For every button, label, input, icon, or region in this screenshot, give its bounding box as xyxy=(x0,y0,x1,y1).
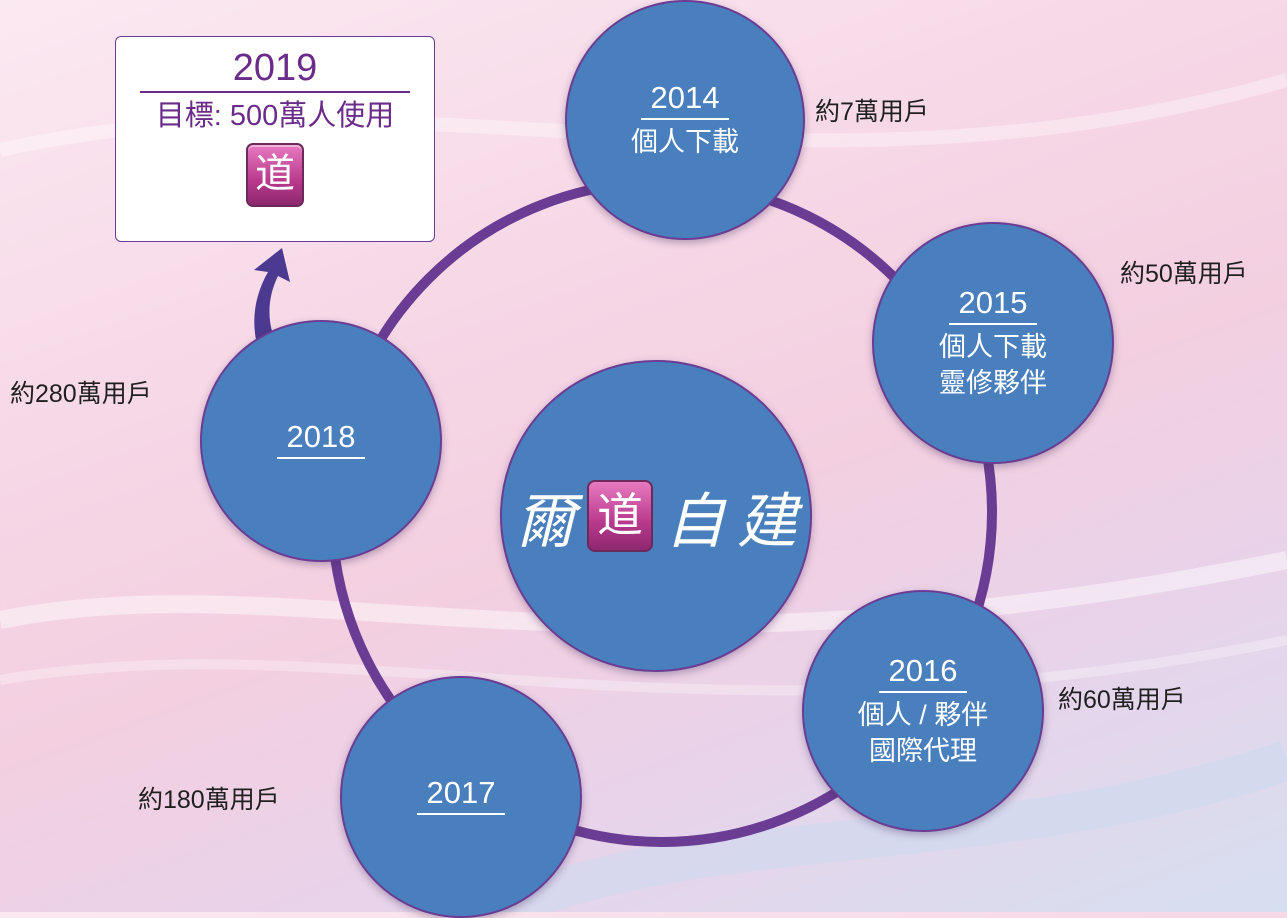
goal-divider xyxy=(140,91,410,93)
count-2016: 約60萬用戶 xyxy=(1058,686,1186,714)
node-2015: 2015 個人下載 靈修夥伴 xyxy=(872,222,1114,464)
node-2017: 2017 xyxy=(340,676,582,918)
node-line: 國際代理 xyxy=(869,736,977,766)
goal-year: 2019 xyxy=(232,47,318,89)
center-node: 爾 道 自 建 xyxy=(500,360,812,672)
count-2017: 約180萬用戶 xyxy=(138,786,280,814)
node-line: 個人下載 xyxy=(939,332,1047,362)
dao-app-icon: 道 xyxy=(246,143,304,207)
node-year: 2017 xyxy=(416,775,506,815)
node-year: 2014 xyxy=(640,80,730,120)
center-char-3: 自 xyxy=(665,486,725,557)
node-year: 2018 xyxy=(276,419,366,459)
goal-box: 2019 目標: 500萬人使用 道 xyxy=(115,36,435,242)
node-line: 靈修夥伴 xyxy=(939,368,1047,398)
node-line: 個人 / 夥伴 xyxy=(857,700,989,730)
center-char-4: 建 xyxy=(737,486,797,557)
count-2014: 約7萬用戶 xyxy=(815,98,929,126)
center-title: 爾 道 自 建 xyxy=(515,473,797,560)
node-year: 2016 xyxy=(878,653,968,693)
node-year: 2015 xyxy=(948,285,1038,325)
goal-text: 目標: 500萬人使用 xyxy=(155,100,395,132)
node-2014: 2014 個人下載 xyxy=(565,0,805,240)
center-char-1: 爾 xyxy=(515,486,575,557)
goal-arrow-icon xyxy=(254,248,290,360)
center-dao-icon: 道 xyxy=(587,480,653,552)
count-2018: 約280萬用戶 xyxy=(10,380,152,408)
node-2016: 2016 個人 / 夥伴 國際代理 xyxy=(802,590,1044,832)
node-2018: 2018 xyxy=(200,320,442,562)
node-line: 個人下載 xyxy=(631,127,739,157)
count-2015: 約50萬用戶 xyxy=(1120,260,1248,288)
